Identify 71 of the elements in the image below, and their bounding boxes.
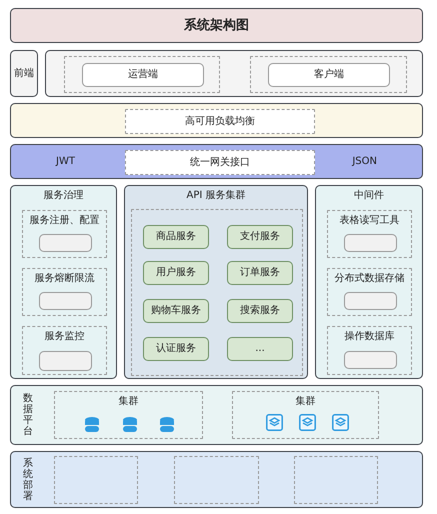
dashed-box xyxy=(125,150,315,175)
box-label: 运营端 xyxy=(128,69,158,81)
section-tab xyxy=(10,50,38,97)
dashed-group xyxy=(327,268,412,316)
box-label: 购物车服务 xyxy=(151,305,201,317)
dashed-group xyxy=(174,456,259,504)
dashed-group xyxy=(250,56,407,93)
tool-box xyxy=(344,351,397,369)
box-label: 服务注册、配置 xyxy=(30,215,100,227)
vertical-label: 系统部署 xyxy=(23,458,33,502)
client-box xyxy=(268,63,390,87)
box-label: 商品服务 xyxy=(156,231,196,243)
service-box xyxy=(227,337,293,361)
section-band xyxy=(10,385,423,445)
service-box xyxy=(143,337,209,361)
box-label: 认证服务 xyxy=(156,343,196,355)
box-label: 订单服务 xyxy=(240,267,280,279)
dashed-group xyxy=(22,326,107,375)
dashed-group xyxy=(54,391,203,439)
box-label: 前端 xyxy=(14,68,34,80)
dashed-group xyxy=(327,326,412,375)
dashed-group xyxy=(294,456,378,504)
dashed-group xyxy=(64,56,220,93)
box-label: JSON xyxy=(352,156,377,168)
box-label: ... xyxy=(255,343,265,355)
section-panel xyxy=(10,185,117,379)
panel-heading: 中间件 xyxy=(354,190,384,202)
section-band xyxy=(45,50,423,97)
section-band xyxy=(10,103,423,138)
banner-label: 系统架构图 xyxy=(184,18,249,34)
client-box xyxy=(82,63,204,87)
service-box xyxy=(227,225,293,249)
box-label: 服务监控 xyxy=(44,331,84,343)
box-label: JWT xyxy=(56,156,75,168)
title-banner xyxy=(10,8,423,43)
tool-box xyxy=(39,234,92,252)
dashed-group xyxy=(131,209,303,376)
gateway-band xyxy=(10,144,423,179)
service-box xyxy=(227,299,293,323)
section-panel xyxy=(315,185,423,379)
box-label: 搜索服务 xyxy=(240,305,280,317)
box-label: 表格读写工具 xyxy=(340,215,400,227)
tool-box xyxy=(344,292,397,310)
dashed-group xyxy=(232,391,379,439)
dashed-box xyxy=(125,109,315,134)
dashed-group xyxy=(22,268,107,316)
section-panel xyxy=(124,185,308,379)
vertical-label: 数据平台 xyxy=(23,393,33,437)
tool-box xyxy=(39,351,92,371)
panel-heading: 服务治理 xyxy=(44,190,84,202)
box-label: 支付服务 xyxy=(240,231,280,243)
box-label: 分布式数据存储 xyxy=(334,273,404,285)
service-box xyxy=(143,299,209,323)
box-label: 客户端 xyxy=(314,69,344,81)
dashed-group xyxy=(54,456,138,504)
dashed-group xyxy=(22,210,107,258)
service-box xyxy=(143,225,209,249)
dashed-group xyxy=(327,210,412,258)
box-label: 集群 xyxy=(118,396,138,408)
panel-heading: API 服务集群 xyxy=(186,190,246,202)
tool-box xyxy=(39,292,92,310)
box-label: 服务熔断限流 xyxy=(34,273,94,285)
service-box xyxy=(143,261,209,285)
box-label: 用户服务 xyxy=(156,267,196,279)
section-band xyxy=(10,451,423,508)
service-box xyxy=(227,261,293,285)
box-label: 操作数据库 xyxy=(344,331,394,343)
box-label: 统一网关接口 xyxy=(190,156,250,168)
box-label: 集群 xyxy=(296,396,316,408)
box-label: 高可用负载均衡 xyxy=(185,116,255,128)
tool-box xyxy=(344,234,397,252)
